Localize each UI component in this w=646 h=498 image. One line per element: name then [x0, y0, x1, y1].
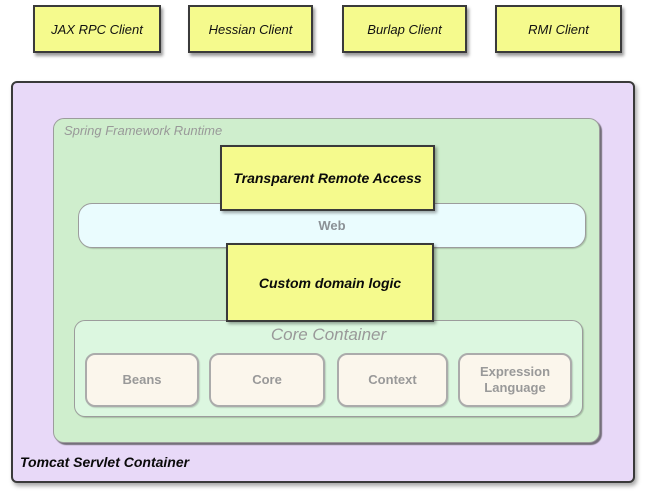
client-box-burlap: Burlap Client	[342, 5, 467, 53]
client-box-hessian: Hessian Client	[188, 5, 313, 53]
module-label-context: Context	[368, 371, 417, 387]
web-layer-label: Web	[318, 218, 346, 233]
client-label-jax-rpc: JAX RPC Client	[51, 21, 143, 37]
module-box-beans: Beans	[85, 353, 199, 407]
core-container-title: Core Container	[270, 325, 387, 344]
module-box-context: Context	[337, 353, 448, 407]
transparent-remote-access-label: Transparent Remote Access	[233, 170, 422, 186]
module-label-beans: Beans	[122, 371, 162, 387]
module-label-expression-language: Expression Language	[479, 363, 551, 395]
client-label-burlap: Burlap Client	[367, 21, 442, 37]
client-label-rmi: RMI Client	[528, 21, 589, 37]
module-box-expression-language: Expression Language	[458, 353, 572, 407]
spring-framework-runtime-label: Spring Framework Runtime	[64, 123, 223, 138]
client-box-rmi: RMI Client	[495, 5, 622, 53]
custom-domain-logic-box: Custom domain logic	[226, 243, 434, 322]
module-box-core: Core	[209, 353, 325, 407]
module-label-core: Core	[252, 371, 282, 387]
custom-domain-logic-label: Custom domain logic	[258, 274, 402, 291]
client-box-jax-rpc: JAX RPC Client	[33, 5, 161, 53]
client-label-hessian: Hessian Client	[208, 21, 293, 37]
tomcat-servlet-container-label: Tomcat Servlet Container	[20, 454, 190, 470]
transparent-remote-access-box: Transparent Remote Access	[220, 145, 435, 211]
